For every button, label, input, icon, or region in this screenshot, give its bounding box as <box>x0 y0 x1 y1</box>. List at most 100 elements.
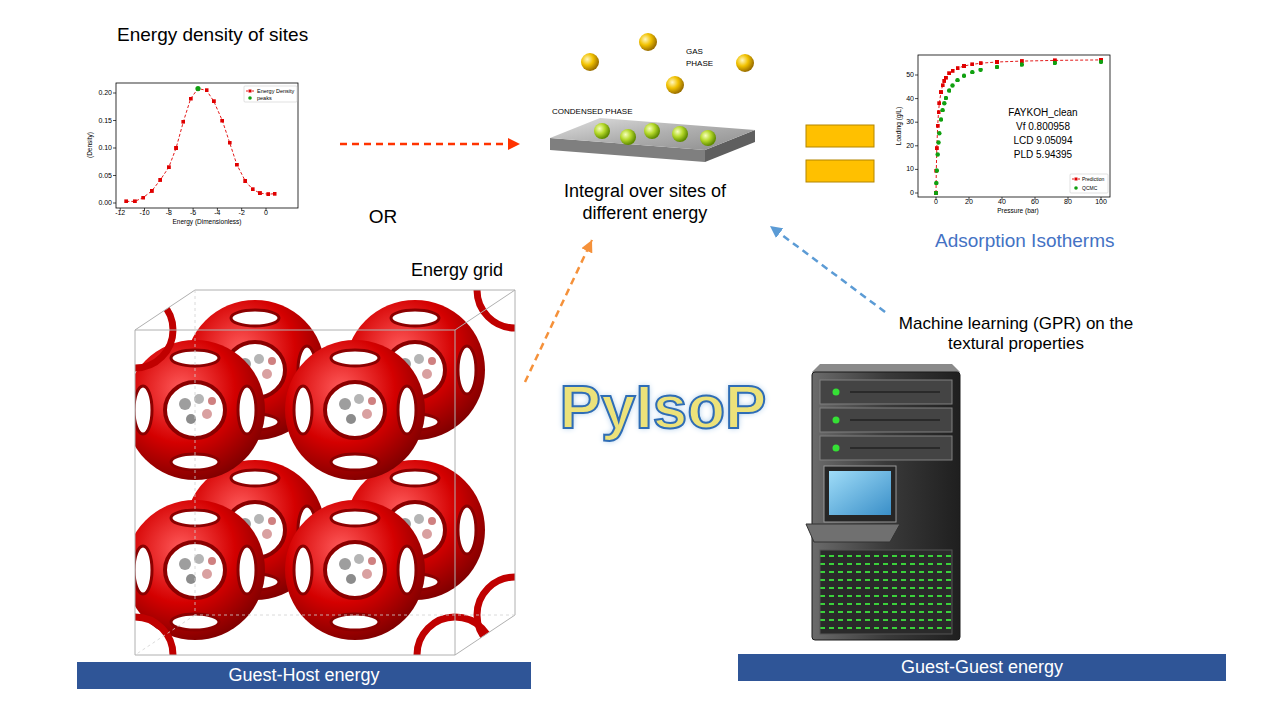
legend-text: QCMC <box>1082 185 1097 191</box>
cube-edge <box>135 290 515 655</box>
gas-molecule <box>639 33 657 51</box>
dashed-arrow <box>340 143 520 146</box>
prediction-curve <box>936 60 1101 193</box>
gas-molecule <box>581 53 599 71</box>
legend-text: peaks <box>257 95 272 101</box>
plot-frame <box>918 55 1110 197</box>
gas-molecule <box>736 54 754 72</box>
panel-caption: Integral over sites of different energy <box>540 181 750 224</box>
pore-cage <box>285 340 425 480</box>
panel-heading: Machine learning (GPR) on the textural p… <box>896 314 1136 355</box>
legend-sample <box>1075 178 1078 181</box>
cube-outline <box>135 290 515 655</box>
tick-label: 0.05 <box>98 171 112 179</box>
adsorbed-molecule <box>620 129 636 145</box>
phase-label: CONDENSED PHASE <box>552 107 632 117</box>
property-value: Vf 0.800958 <box>1016 121 1070 133</box>
tick-label: 20 <box>965 198 973 206</box>
tick-label: 60 <box>1031 198 1039 206</box>
energy-bar: Guest-Guest energy <box>738 654 1226 681</box>
status-led <box>833 445 840 452</box>
legend-entry: QCMC <box>1082 185 1097 191</box>
dashed-arrow <box>770 226 885 312</box>
tick-label: 40 <box>906 94 914 102</box>
tick-label: 0.20 <box>98 89 112 97</box>
bar-label: Guest-Guest energy <box>901 657 1063 679</box>
energy-bar: Guest-Host energy <box>77 662 531 689</box>
axis-title: (Density) <box>86 132 94 158</box>
rack-top <box>812 364 960 372</box>
adsorbed-molecule <box>644 123 660 139</box>
adsorbed-molecule <box>700 130 716 146</box>
server-rack <box>806 364 960 640</box>
chart-panel: Energy density of sites <box>95 18 340 228</box>
adsorbed-molecule <box>672 126 688 142</box>
monitor <box>824 466 896 522</box>
tick-label: 40 <box>998 198 1006 206</box>
isotherm-chart <box>915 55 1110 200</box>
pore-cage <box>285 500 425 640</box>
plot-frame <box>116 83 298 208</box>
adsorption-panel: Integral over sites of different energy <box>520 25 770 240</box>
qcmc-points <box>936 62 1101 193</box>
property-value: PLD 5.94395 <box>1014 149 1072 161</box>
keyboard-tray <box>806 524 900 542</box>
legend-sample <box>249 90 252 93</box>
tick-label: 50 <box>906 71 914 79</box>
legend-entry: Prediction <box>1082 176 1104 182</box>
property-value: LCD 9.05094 <box>1014 135 1073 147</box>
panel-heading: Energy grid <box>411 260 503 282</box>
tick-marks <box>113 93 266 211</box>
tick-label: 10 <box>906 165 914 173</box>
rack-body <box>812 372 960 640</box>
legend-entry: Energy Density <box>257 88 294 95</box>
panel-heading: Energy density of sites <box>117 24 308 47</box>
status-led <box>833 389 840 396</box>
status-led <box>833 417 840 424</box>
density-curve <box>126 89 274 202</box>
phase-label: GAS PHASE <box>686 46 722 70</box>
grid-panel: Energy grid <box>125 258 525 658</box>
axis-title: Pressure (bar) <box>997 207 1039 215</box>
legend-text: Energy Density <box>257 88 294 94</box>
legend-sample <box>1072 179 1080 180</box>
energy-density-chart <box>113 83 298 211</box>
connector-word: OR <box>369 206 398 229</box>
logo-title: PyIsoP <box>560 370 767 444</box>
led-panel <box>820 550 952 634</box>
adsorbed-molecule <box>594 123 610 139</box>
monitor-screen <box>829 471 891 515</box>
legend-sample <box>246 91 254 92</box>
tick-label: -2 <box>239 209 245 217</box>
cube-edge <box>135 290 515 655</box>
energy-grid-cube <box>97 252 553 693</box>
legend-box <box>1070 174 1108 193</box>
gas-molecule <box>666 76 684 94</box>
legend-text: Prediction <box>1082 176 1104 182</box>
bar-label: Guest-Host energy <box>228 665 379 687</box>
equals-bar <box>806 125 874 147</box>
axis-title: Energy (Dimensionless) <box>173 218 242 226</box>
axis-title: Loading (g/L) <box>895 107 903 145</box>
tick-label: 80 <box>1064 198 1072 206</box>
sample-name: FAYKOH_clean <box>1008 107 1077 119</box>
equals-bar <box>806 160 874 182</box>
tick-label: 0.15 <box>98 116 112 124</box>
legend-entry: peaks <box>257 95 272 102</box>
server-panel: Machine learning (GPR) on the textural p… <box>805 312 1140 647</box>
legend-box <box>244 86 297 102</box>
drawer-slot <box>850 392 940 448</box>
pore-surface <box>97 252 553 693</box>
equals-sign <box>806 125 874 182</box>
tick-label: 0 <box>934 198 938 206</box>
tick-label: -8 <box>166 209 172 217</box>
peak-dot <box>195 86 200 91</box>
legend-sample <box>1074 186 1078 190</box>
tick-label: 100 <box>1095 198 1107 206</box>
tick-label: 0 <box>910 189 914 197</box>
tick-label: -4 <box>214 209 220 217</box>
tick-label: 20 <box>906 142 914 150</box>
